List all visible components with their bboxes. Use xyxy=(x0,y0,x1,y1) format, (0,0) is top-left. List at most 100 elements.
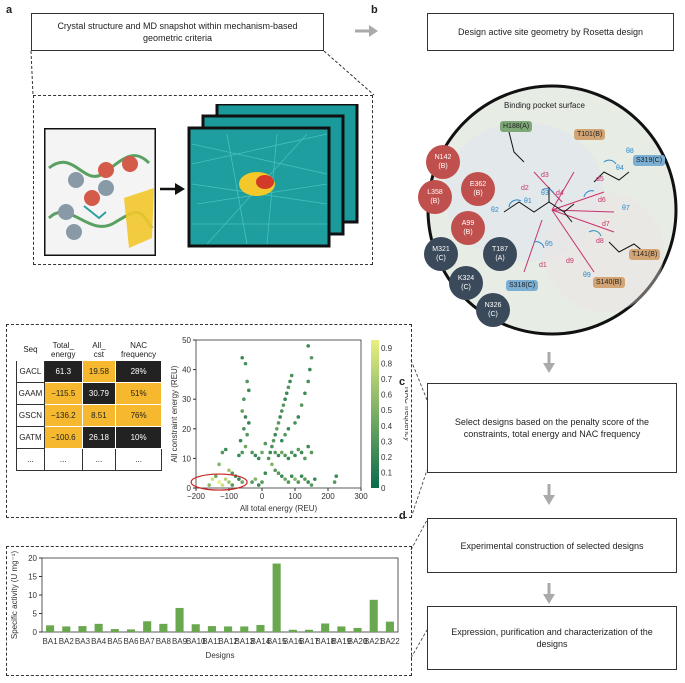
y-tick-label: 15 xyxy=(28,573,37,582)
colorbar-tick-label: 0.9 xyxy=(381,344,393,353)
scatter-point xyxy=(217,480,221,484)
scatter-point xyxy=(242,427,246,431)
scatter-point xyxy=(334,474,339,478)
label-theta3: θ3 xyxy=(541,190,549,197)
label-d7: d7 xyxy=(602,221,610,228)
bar xyxy=(256,624,265,632)
residue-a99: A99 (B) xyxy=(451,211,485,245)
residue-t141: T141(B) xyxy=(629,249,661,260)
label-d3: d3 xyxy=(541,172,549,179)
connector-lines xyxy=(410,360,428,659)
x-tick-label: BA12 xyxy=(218,637,238,646)
x-tick-label: 0 xyxy=(260,492,265,501)
colorbar-tick-label: 0.6 xyxy=(381,391,393,400)
x-tick-label: 300 xyxy=(354,492,368,501)
scatter-point xyxy=(210,477,215,481)
scatter-point xyxy=(293,421,297,425)
scatter-point xyxy=(293,477,297,481)
label-d4: d4 xyxy=(556,190,564,197)
residue-m321: M321 (C) xyxy=(424,237,458,271)
x-tick-label: BA8 xyxy=(156,637,172,646)
x-tick-label: BA22 xyxy=(380,637,400,646)
scatter-point xyxy=(253,477,258,481)
residue-n142: N142 (B) xyxy=(426,145,460,179)
x-tick-label: BA20 xyxy=(348,637,368,646)
bar xyxy=(240,626,249,632)
colorbar-tick-label: 0.4 xyxy=(381,422,393,431)
scatter-point xyxy=(270,444,274,449)
cell-seq: GSCN xyxy=(16,404,45,427)
y-axis-label: All constraint energy (REU) xyxy=(170,365,179,462)
scatter-point xyxy=(299,450,304,455)
label-theta7: θ7 xyxy=(622,205,630,212)
table-row: GSCN −136.2 8.51 76% xyxy=(16,404,162,427)
label-theta5: θ5 xyxy=(545,241,553,248)
scatter-point xyxy=(296,447,301,452)
bar xyxy=(78,626,87,632)
scatter-point xyxy=(207,483,211,487)
colorbar xyxy=(371,340,379,488)
panel-letter-c: c xyxy=(399,376,406,388)
scatter-point xyxy=(247,421,251,425)
scatter-point xyxy=(280,474,284,478)
y-tick-label: 10 xyxy=(28,591,37,600)
scatter-point xyxy=(250,450,254,455)
label-theta9: θ9 xyxy=(583,272,591,279)
y-tick-label: 50 xyxy=(182,336,191,345)
scatter-point xyxy=(306,344,310,348)
residue-h188: H188(A) xyxy=(500,121,533,132)
scatter-point xyxy=(243,361,248,366)
scatter-point xyxy=(227,468,231,473)
bar xyxy=(159,623,168,632)
bar xyxy=(353,627,362,632)
col-header-cst: All_ cst xyxy=(81,338,117,361)
scatter-point xyxy=(306,444,310,449)
label-theta1: θ1 xyxy=(524,198,532,205)
residue-s318: S318(C) xyxy=(506,280,539,291)
scatter-point xyxy=(280,409,284,413)
x-tick-label: BA3 xyxy=(75,637,91,646)
cell-energy: −100.6 xyxy=(43,426,83,449)
scatter-point xyxy=(309,450,314,455)
scatter-point xyxy=(296,480,301,484)
bar xyxy=(191,624,200,632)
md-snapshot-stack xyxy=(187,104,359,248)
scatter-point xyxy=(240,355,244,360)
bar xyxy=(321,623,330,632)
colorbar-tick-label: 0.7 xyxy=(381,375,393,384)
label-d1: d1 xyxy=(539,262,547,269)
residue-t187: T187 (A) xyxy=(483,237,517,271)
x-axis-label: All total energy (REU) xyxy=(240,504,318,513)
x-tick-label: BA15 xyxy=(267,637,287,646)
cell-cst: 8.51 xyxy=(81,404,117,427)
cell-nac: 10% xyxy=(115,426,162,449)
scatter-point xyxy=(250,480,254,484)
scatter-point xyxy=(220,450,225,455)
scatter-point xyxy=(223,477,228,481)
scatter-point xyxy=(306,480,310,484)
scatter-point xyxy=(283,397,287,401)
panel-letter-b: b xyxy=(371,4,378,16)
scatter-point xyxy=(299,403,304,407)
y-tick-label: 5 xyxy=(33,610,38,619)
label-d2: d2 xyxy=(521,185,529,192)
cell-nac: 51% xyxy=(115,382,162,405)
x-axis-label: Designs xyxy=(206,651,235,660)
bar-plot-area xyxy=(41,557,399,633)
scatter-point xyxy=(217,462,221,467)
x-tick-label: BA2 xyxy=(59,637,75,646)
scatter-point xyxy=(260,450,264,455)
x-tick-label: BA4 xyxy=(91,637,107,646)
structure-image-frame xyxy=(33,95,373,265)
x-tick-label: 100 xyxy=(288,492,302,501)
residue-k324: K324 (C) xyxy=(449,266,483,300)
scatter-point xyxy=(256,483,261,487)
scatter-point xyxy=(309,483,314,487)
construction-box: Experimental construction of selected de… xyxy=(427,518,677,573)
scatter-point xyxy=(313,477,317,481)
scatter-point xyxy=(270,462,274,467)
residue-s140: S140(B) xyxy=(593,277,625,288)
cell-cst: 30.79 xyxy=(81,382,117,405)
scatter-point xyxy=(223,447,228,452)
x-tick-label: BA9 xyxy=(172,637,188,646)
